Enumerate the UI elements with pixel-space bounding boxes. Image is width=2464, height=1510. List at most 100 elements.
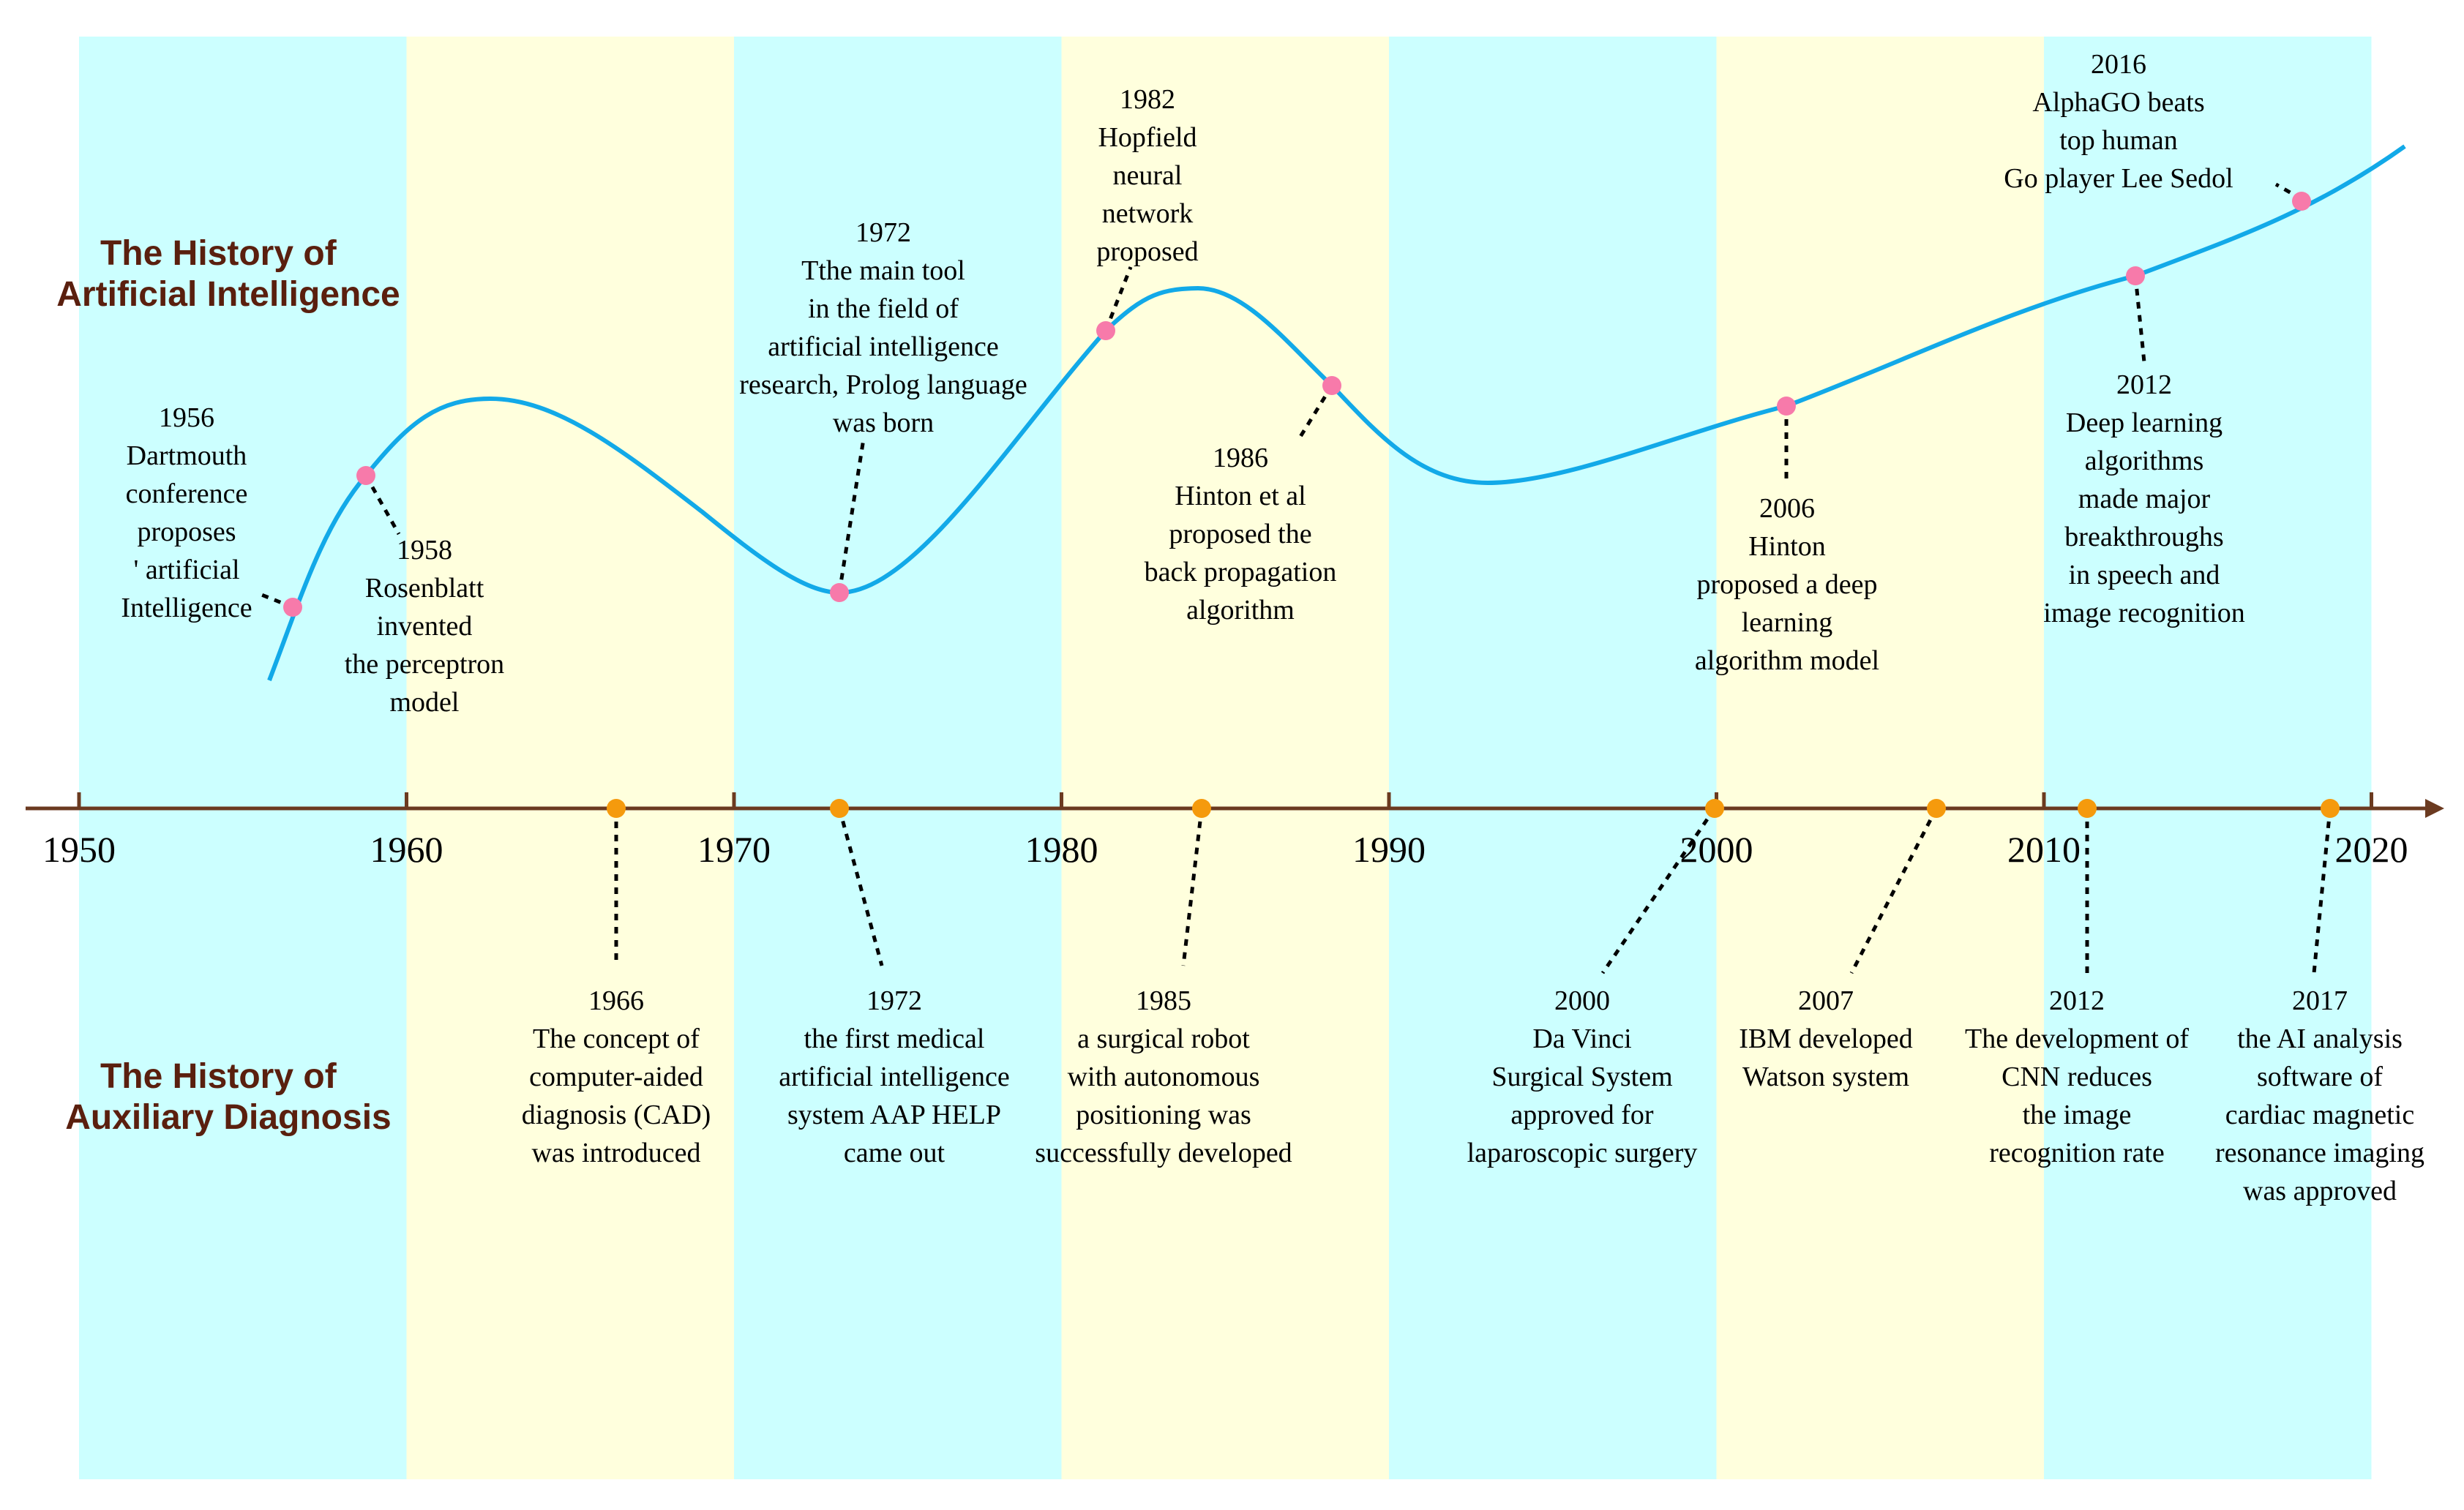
ai-event-leaders xyxy=(259,182,2303,609)
dx-event-label-line: 2017 xyxy=(2292,985,2348,1016)
ai-event-label-line: 1958 xyxy=(397,535,452,566)
ai-event-label-line: the perceptron xyxy=(345,649,504,680)
ai-leader-line xyxy=(1297,384,1334,440)
ai-event-label-line: network xyxy=(1102,198,1194,229)
ai-event-label-line: Deep learning xyxy=(2066,407,2223,438)
dx-event-dot xyxy=(2321,799,2340,818)
axis-tick-label: 1950 xyxy=(42,829,116,870)
decade-band xyxy=(406,37,734,1479)
ai-event-label-line: conference xyxy=(126,478,248,509)
ai-event-label-line: 1982 xyxy=(1120,84,1175,115)
ai-event-label-line: Dartmouth xyxy=(127,440,247,471)
dx-event-label-line: successfully developed xyxy=(1035,1138,1292,1168)
axis-tick-label: 2010 xyxy=(2007,829,2081,870)
ai-event-label-line: Hinton et al xyxy=(1175,481,1306,511)
ai-event-label-line: Go player Lee Sedol xyxy=(2004,163,2233,194)
ai-event-label-line: Intelligence xyxy=(121,593,252,623)
dx-event-label-line: the image xyxy=(2023,1100,2132,1130)
dx-event-label-line: with autonomous xyxy=(1068,1062,1260,1092)
dx-event-label-line: came out xyxy=(844,1138,945,1168)
ai-leader-line xyxy=(1104,266,1133,331)
dx-event-label-line: a surgical robot xyxy=(1077,1023,1250,1054)
axis-tick-label: 1980 xyxy=(1025,829,1098,870)
ai-event-label-line: Hopfield xyxy=(1098,122,1197,153)
dx-event-leaders xyxy=(614,807,2332,974)
dx-section-title: The History of Auxiliary Diagnosis xyxy=(65,1057,391,1137)
ai-event-label-line: Hinton xyxy=(1748,531,1826,562)
dx-leader-line xyxy=(2312,808,2332,974)
ai-event-label-line: invented xyxy=(377,611,473,642)
ai-event-label-line: artificial intelligence xyxy=(768,331,998,362)
ai-event-label-line: Tthe main tool xyxy=(801,255,965,286)
axis-tick-label: 1970 xyxy=(697,829,771,870)
ai-event-dot xyxy=(356,466,375,485)
ai-event-label-line: proposed xyxy=(1096,236,1198,267)
ai-event-label-line: 2016 xyxy=(2091,49,2146,80)
ai-event-label-line: algorithms xyxy=(2085,446,2204,476)
ai-event-label-line: proposed the xyxy=(1169,519,1311,549)
dx-event-label-line: IBM developed xyxy=(1739,1023,1912,1054)
ai-event-label-line: image recognition xyxy=(2043,598,2244,628)
dx-event-label-line: 2007 xyxy=(1798,985,1854,1016)
decade-band xyxy=(1061,37,1389,1479)
dx-event-label-line: was introduced xyxy=(531,1138,700,1168)
decade-band xyxy=(1716,37,2044,1479)
decade-band xyxy=(2044,37,2372,1479)
dx-event-label-line: Da Vinci xyxy=(1532,1023,1631,1054)
decade-band xyxy=(734,37,1062,1479)
dx-event-label-line: computer-aided xyxy=(529,1062,703,1092)
dx-event-label-line: recognition rate xyxy=(1989,1138,2165,1168)
dx-leader-line xyxy=(1181,808,1204,966)
dx-event-label-line: was approved xyxy=(2243,1176,2397,1206)
ai-event-label-line: 1956 xyxy=(159,402,214,433)
dx-event-dot xyxy=(830,799,849,818)
dx-event-label-line: the first medical xyxy=(804,1023,985,1054)
dx-event-dot xyxy=(1192,799,1211,818)
ai-event-dot xyxy=(2126,266,2145,285)
dx-event-label-line: 1985 xyxy=(1136,985,1191,1016)
axis-tick-label: 1990 xyxy=(1352,829,1426,870)
axis-tick-label: 1960 xyxy=(370,829,443,870)
dx-event-label-line: diagnosis (CAD) xyxy=(522,1100,711,1130)
dx-event-dot xyxy=(607,799,626,818)
ai-event-label-line: 2006 xyxy=(1759,493,1815,524)
dx-event-label-line: Watson system xyxy=(1742,1062,1909,1092)
dx-event-label-line: positioning was xyxy=(1076,1100,1251,1130)
dx-event-label-1985: 1985 a surgical robot with autonomous posit… xyxy=(1035,985,1292,1168)
ai-event-label-line: in speech and xyxy=(2069,560,2220,590)
dx-event-label-line: 2000 xyxy=(1554,985,1610,1016)
ai-title-line-1: The History of xyxy=(100,234,337,273)
ai-event-dot xyxy=(1096,321,1115,340)
dx-event-label-line: 2012 xyxy=(2049,985,2105,1016)
ai-event-dot xyxy=(283,598,302,617)
ai-event-label-line: research, Prolog language xyxy=(739,369,1027,400)
dx-title-line-2: Auxiliary Diagnosis xyxy=(65,1098,391,1137)
ai-event-label-line: algorithm model xyxy=(1695,645,1879,676)
dx-event-label-line: artificial intelligence xyxy=(779,1062,1009,1092)
decade-band xyxy=(79,37,407,1479)
decade-band xyxy=(1389,37,1717,1479)
dx-event-label-line: software of xyxy=(2257,1062,2383,1092)
dx-event-label-line: approved for xyxy=(1510,1100,1654,1130)
ai-event-label-line: Rosenblatt xyxy=(365,573,484,604)
dx-event-label-line: laparoscopic surgery xyxy=(1467,1138,1698,1168)
dx-event-label-line: system AAP HELP xyxy=(787,1100,1001,1130)
axis-tick-label: 2000 xyxy=(1680,829,1753,870)
ai-event-label-line: algorithm xyxy=(1186,595,1295,626)
